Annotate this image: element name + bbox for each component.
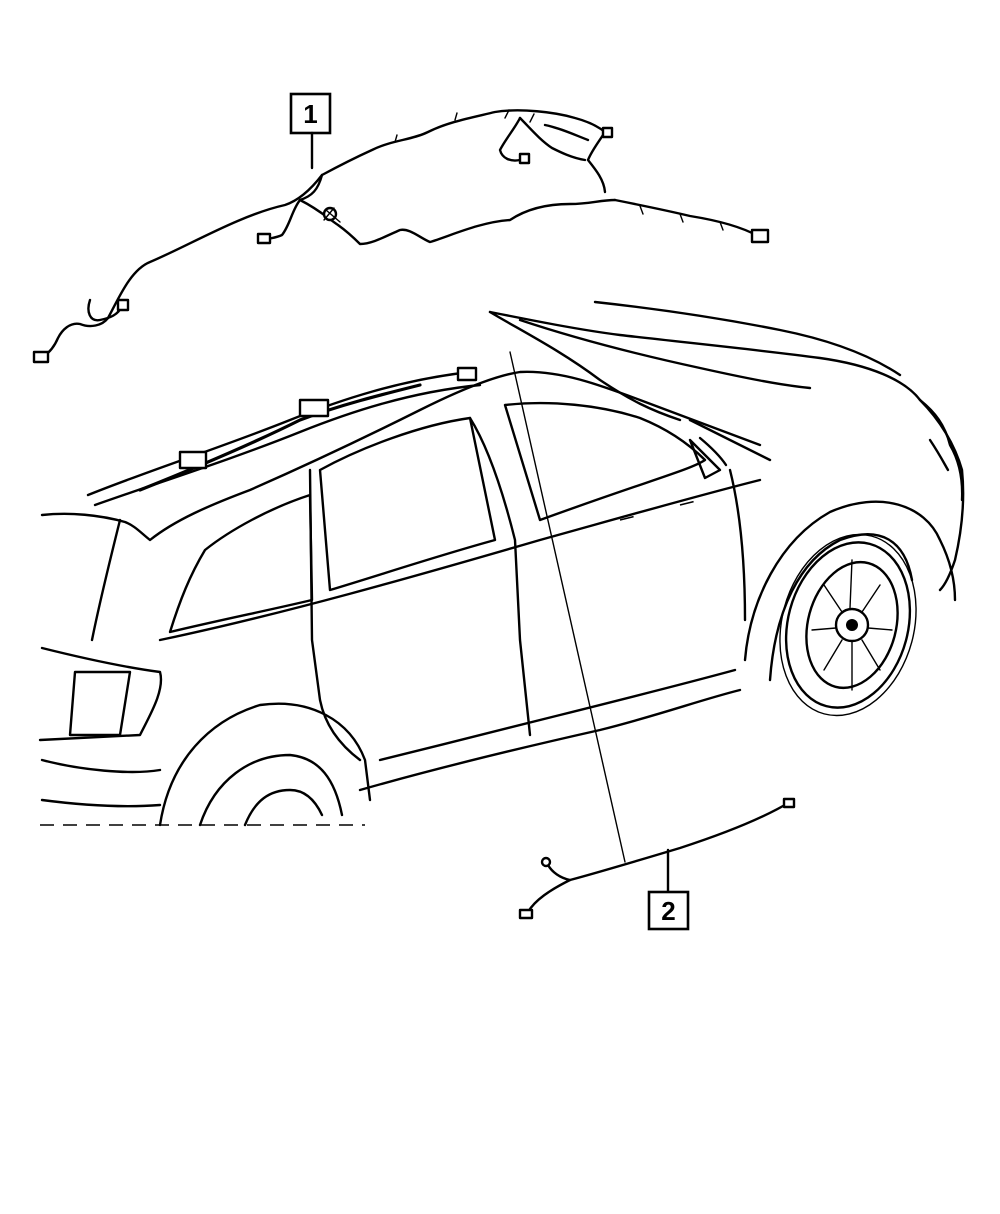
callout-1[interactable]: 1	[289, 92, 332, 170]
callout-1-label: 1	[303, 99, 317, 129]
vehicle-body	[38, 300, 965, 827]
callout-2[interactable]: 2	[647, 848, 690, 931]
leader-line	[509, 351, 626, 863]
wire-harness-jumper[interactable]	[518, 797, 796, 920]
callout-2-label: 2	[661, 896, 675, 926]
roof-wiring-harness[interactable]	[32, 109, 770, 364]
